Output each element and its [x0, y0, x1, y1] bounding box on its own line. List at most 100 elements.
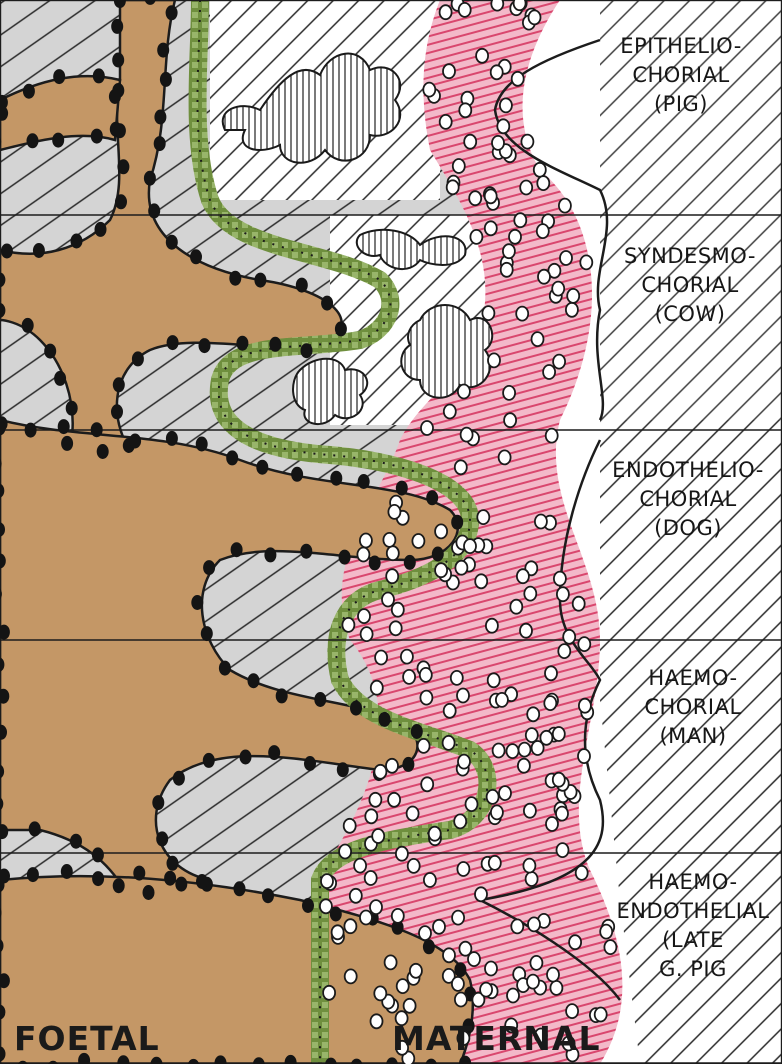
red-blood-cell	[554, 572, 566, 586]
label-line: ENDOTHELIO-	[596, 456, 780, 485]
red-blood-cell	[547, 968, 559, 982]
cell-nucleus	[321, 296, 333, 311]
cell-nucleus	[350, 701, 362, 716]
red-blood-cell	[461, 428, 473, 442]
red-blood-cell	[323, 986, 335, 1000]
red-blood-cell	[451, 671, 463, 685]
red-blood-cell	[455, 993, 467, 1007]
red-blood-cell	[529, 10, 541, 24]
red-blood-cell	[342, 618, 354, 632]
cell-nucleus	[93, 68, 105, 83]
label-line: (COW)	[600, 300, 780, 329]
cell-nucleus	[112, 53, 124, 68]
red-blood-cell	[475, 574, 487, 588]
cell-nucleus	[54, 371, 66, 386]
red-blood-cell	[493, 744, 505, 758]
red-blood-cell	[579, 699, 591, 713]
red-blood-cell	[527, 975, 539, 989]
cell-nucleus	[423, 939, 435, 954]
cell-nucleus	[396, 481, 408, 496]
cell-nucleus	[91, 422, 103, 437]
red-blood-cell	[403, 670, 415, 684]
red-blood-cell	[454, 814, 466, 828]
red-blood-cell	[412, 534, 424, 548]
red-blood-cell	[345, 969, 357, 983]
red-blood-cell	[477, 510, 489, 524]
cell-nucleus	[301, 343, 313, 358]
red-blood-cell	[517, 569, 529, 583]
red-blood-cell	[455, 561, 467, 575]
cell-nucleus	[190, 249, 202, 264]
red-blood-cell	[527, 707, 539, 721]
zone-label-maternal: MATERNAL	[392, 1019, 600, 1058]
red-blood-cell	[459, 942, 471, 956]
cell-nucleus	[264, 547, 276, 562]
red-blood-cell	[357, 548, 369, 562]
red-blood-cell	[499, 450, 511, 464]
red-blood-cell	[524, 804, 536, 818]
cell-nucleus	[454, 962, 466, 977]
red-blood-cell	[530, 956, 542, 970]
red-blood-cell	[444, 704, 456, 718]
cell-nucleus	[92, 871, 104, 886]
cell-nucleus	[339, 550, 351, 565]
red-blood-cell	[528, 917, 540, 931]
red-blood-cell	[407, 807, 419, 821]
red-blood-cell	[464, 135, 476, 149]
red-blood-cell	[476, 49, 488, 63]
cell-nucleus	[111, 404, 123, 419]
cell-nucleus	[166, 235, 178, 250]
red-blood-cell	[523, 859, 535, 873]
cell-nucleus	[117, 159, 129, 174]
red-blood-cell	[339, 845, 351, 859]
cell-nucleus	[156, 831, 168, 846]
red-blood-cell	[469, 191, 481, 205]
red-blood-cell	[371, 1014, 383, 1028]
label-line: HAEMO-	[608, 664, 778, 693]
red-blood-cell	[382, 593, 394, 607]
red-blood-cell	[383, 533, 395, 547]
red-blood-cell	[470, 230, 482, 244]
cell-nucleus	[451, 515, 463, 530]
cell-nucleus	[115, 194, 127, 209]
label-line: (PIG)	[586, 90, 776, 119]
red-blood-cell	[519, 743, 531, 757]
red-blood-cell	[418, 739, 430, 753]
cell-nucleus	[152, 795, 164, 810]
red-blood-cell	[489, 856, 501, 870]
red-blood-cell	[444, 405, 456, 419]
cell-nucleus	[160, 72, 172, 87]
red-blood-cell	[385, 955, 397, 969]
red-blood-cell	[553, 773, 565, 787]
cell-nucleus	[143, 885, 155, 900]
label-line: CHORIAL	[596, 485, 780, 514]
red-blood-cell	[510, 600, 522, 614]
red-blood-cell	[553, 355, 565, 369]
red-blood-cell	[392, 909, 404, 923]
red-blood-cell	[485, 189, 497, 203]
cell-nucleus	[61, 436, 73, 451]
red-blood-cell	[358, 609, 370, 623]
red-blood-cell	[504, 413, 516, 427]
label-syndesmochorial: SYNDESMO- CHORIAL (COW)	[600, 242, 780, 329]
red-blood-cell	[443, 736, 455, 750]
cell-nucleus	[70, 834, 82, 849]
cell-nucleus	[330, 471, 342, 486]
red-blood-cell	[360, 911, 372, 925]
red-blood-cell	[507, 744, 519, 758]
red-blood-cell	[535, 515, 547, 529]
red-blood-cell	[420, 691, 432, 705]
red-blood-cell	[569, 935, 581, 949]
cell-nucleus	[269, 337, 281, 352]
red-blood-cell	[500, 98, 512, 112]
cell-nucleus	[154, 136, 166, 151]
red-blood-cell	[344, 819, 356, 833]
red-blood-cell	[485, 221, 497, 235]
label-haemoendothelial: HAEMO- ENDOTHELIAL (LATE G. PIG	[608, 868, 778, 984]
red-blood-cell	[429, 827, 441, 841]
zone-label-foetal: FOETAL	[14, 1019, 160, 1058]
red-blood-cell	[372, 829, 384, 843]
red-blood-cell	[573, 597, 585, 611]
cell-nucleus	[113, 878, 125, 893]
cell-nucleus	[201, 626, 213, 641]
